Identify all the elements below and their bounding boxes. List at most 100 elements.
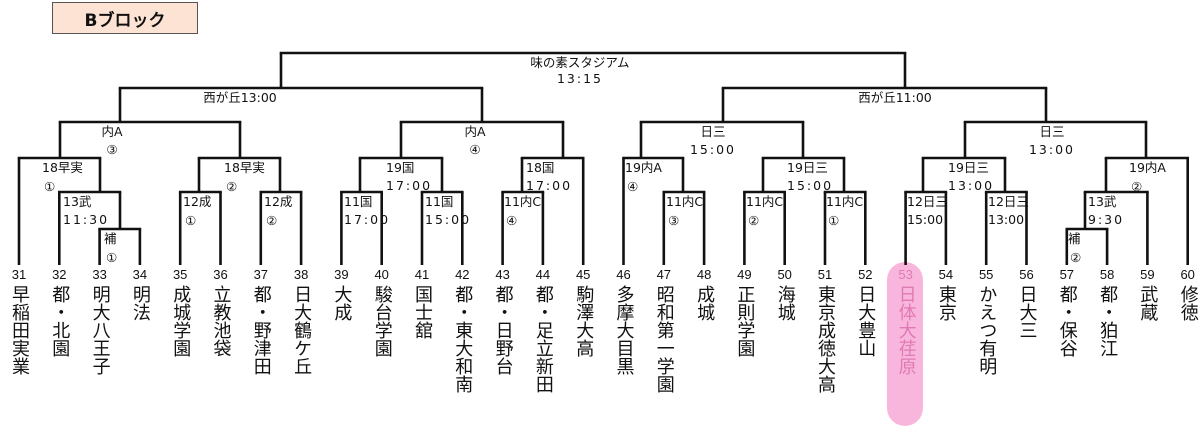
match-number: ① bbox=[828, 213, 839, 228]
team-number: 50 bbox=[777, 267, 792, 282]
match-number: ③ bbox=[668, 213, 679, 228]
team-number: 48 bbox=[696, 267, 712, 282]
quarter-venue: 内A bbox=[464, 124, 486, 139]
team-number: 36 bbox=[213, 267, 228, 282]
match-venue: 11国 bbox=[344, 194, 372, 209]
team-number: 59 bbox=[1140, 267, 1155, 282]
team-name: 成城 bbox=[694, 285, 716, 321]
match-time: 11:30 bbox=[63, 212, 109, 227]
semi-left-label: 西が丘13:00 bbox=[203, 90, 277, 105]
match-venue: 11内C bbox=[746, 194, 783, 209]
match-time: 13:00 bbox=[948, 178, 994, 193]
match-number: ④ bbox=[506, 213, 517, 228]
team-name: 東京成徳大高 bbox=[815, 285, 836, 393]
quarter-venue: 日三 bbox=[700, 124, 725, 139]
quarter-info: ④ bbox=[469, 142, 480, 157]
quarter-info: 15:00 bbox=[690, 142, 736, 157]
team-number: 55 bbox=[978, 267, 994, 282]
team-number: 34 bbox=[132, 267, 148, 282]
team-entry: 36 立教池袋 bbox=[203, 265, 239, 357]
team-name: 日大三 bbox=[1016, 285, 1038, 339]
team-entry: 57 都・保谷 bbox=[1049, 265, 1085, 357]
team-number: 41 bbox=[414, 267, 430, 282]
team-name: 大成 bbox=[331, 285, 353, 321]
team-entry: 51 東京成徳大高 bbox=[807, 265, 843, 393]
team-number: 58 bbox=[1099, 267, 1115, 282]
final-time: 13:15 bbox=[557, 71, 603, 86]
team-entry: 48 成城 bbox=[686, 265, 722, 321]
match-venue: 11内C bbox=[826, 194, 863, 209]
team-name: 駿台学園 bbox=[371, 285, 393, 357]
match-venue: 11内C bbox=[504, 194, 541, 209]
team-name: 修徳 bbox=[1177, 285, 1199, 321]
team-number: 39 bbox=[334, 267, 349, 282]
team-number: 57 bbox=[1059, 267, 1075, 282]
match-venue: 12成 bbox=[183, 194, 211, 209]
match-venue: 12成 bbox=[264, 194, 292, 209]
team-number: 32 bbox=[52, 267, 67, 282]
match-time: 17:00 bbox=[386, 178, 432, 193]
team-number: 51 bbox=[817, 267, 833, 282]
team-number: 60 bbox=[1180, 267, 1195, 282]
match-time: 17:00 bbox=[344, 212, 390, 227]
team-entry: 39 大成 bbox=[323, 265, 359, 321]
team-number: 53 bbox=[898, 267, 913, 282]
match-time: 13:00 bbox=[988, 212, 1024, 227]
match-time: 15:00 bbox=[907, 212, 943, 227]
team-number: 40 bbox=[374, 267, 389, 282]
team-name: 立教池袋 bbox=[210, 285, 232, 357]
team-name: 成城学園 bbox=[170, 285, 192, 357]
team-number: 47 bbox=[656, 267, 672, 282]
match-venue: 12日三 bbox=[988, 194, 1029, 209]
team-number: 31 bbox=[11, 267, 27, 282]
team-number: 46 bbox=[616, 267, 631, 282]
team-name: 都・足立新田 bbox=[532, 285, 554, 393]
match-venue: 18早実 bbox=[224, 160, 265, 175]
team-name: 都・保谷 bbox=[1056, 285, 1078, 357]
match-venue: 補 bbox=[1068, 231, 1081, 246]
team-name: 早稲田実業 bbox=[9, 285, 30, 375]
match-time: 9:30 bbox=[1088, 212, 1124, 227]
team-entry: 43 都・日野台 bbox=[485, 265, 521, 375]
team-number: 37 bbox=[253, 267, 269, 282]
team-entry: 34 明法 bbox=[122, 265, 158, 321]
match-venue: 18国 bbox=[526, 160, 554, 175]
team-name: 都・東大和南 bbox=[452, 285, 474, 393]
team-name: かえつ有明 bbox=[976, 285, 998, 375]
quarter-info: ③ bbox=[106, 142, 117, 157]
match-number: ① bbox=[106, 250, 117, 265]
match-venue: 13武 bbox=[1088, 194, 1117, 209]
team-number: 35 bbox=[172, 267, 188, 282]
team-name: 都・日野台 bbox=[492, 285, 514, 375]
match-venue: 11内C bbox=[666, 194, 703, 209]
team-name: 明大八王子 bbox=[89, 285, 111, 375]
team-name: 駒澤大高 bbox=[573, 285, 595, 357]
team-name: 日大豊山 bbox=[855, 285, 877, 357]
team-number: 43 bbox=[495, 267, 510, 282]
team-name: 明法 bbox=[129, 285, 151, 321]
team-number: 54 bbox=[938, 267, 954, 282]
match-number: ② bbox=[1070, 250, 1081, 265]
team-entry: 35 成城学園 bbox=[162, 265, 198, 357]
highlight-marker bbox=[887, 262, 923, 426]
match-time: 15:00 bbox=[425, 212, 471, 227]
match-number: ② bbox=[748, 213, 759, 228]
match-venue: 11国 bbox=[425, 194, 453, 209]
